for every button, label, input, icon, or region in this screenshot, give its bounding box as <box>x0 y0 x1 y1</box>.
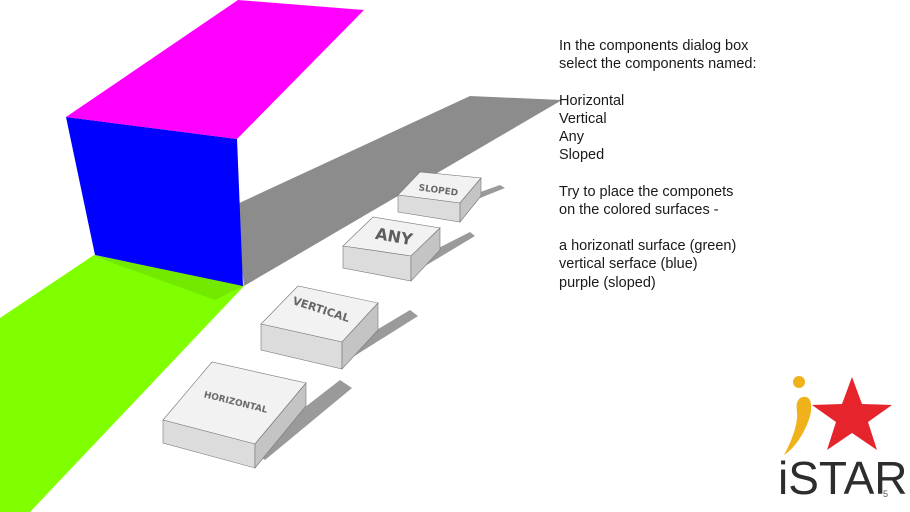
box-shadow <box>235 96 562 286</box>
istar-logo-text: iSTAR <box>778 452 908 504</box>
component-side <box>341 302 379 370</box>
instruction-line: on the colored surfaces - <box>559 201 719 218</box>
instruction-line: Sloped <box>559 147 605 164</box>
instruction-line: Vertical <box>559 110 607 127</box>
vertical-surface-blue <box>66 117 243 286</box>
instruction-line: select the components named: <box>559 56 757 73</box>
star-icon <box>812 377 892 450</box>
instruction-line: vertical serface (blue) <box>559 256 698 273</box>
logo-swoosh <box>784 396 812 455</box>
component-side <box>459 177 482 223</box>
component-any[interactable]: ANY <box>342 216 475 282</box>
instruction-line: Horizontal <box>559 92 625 109</box>
component-side <box>254 382 307 469</box>
sloped-surface-purple <box>66 0 364 139</box>
ground-shadow <box>94 255 245 300</box>
instruction-line: a horizonatl surface (green) <box>559 238 737 255</box>
component-horizontal[interactable]: HORIZONTAL <box>162 361 352 469</box>
instruction-line: Try to place the componets <box>559 183 734 200</box>
component-sloped[interactable]: SLOPED <box>397 171 505 223</box>
instruction-line <box>559 164 756 182</box>
instruction-line <box>559 219 756 237</box>
instruction-line: In the components dialog box <box>559 38 749 54</box>
horizontal-surface-green <box>0 255 245 512</box>
instruction-line <box>559 73 756 91</box>
instruction-line: purple (sloped) <box>559 274 656 291</box>
istar-logo-graphic <box>784 376 892 455</box>
instructions-text: In the components dialog box select the … <box>559 37 756 292</box>
instruction-line: Any <box>559 129 584 145</box>
component-vertical[interactable]: VERTICAL <box>260 285 418 370</box>
page-number: 5 <box>883 489 889 499</box>
logo-dot <box>793 376 805 388</box>
component-side <box>410 227 441 282</box>
